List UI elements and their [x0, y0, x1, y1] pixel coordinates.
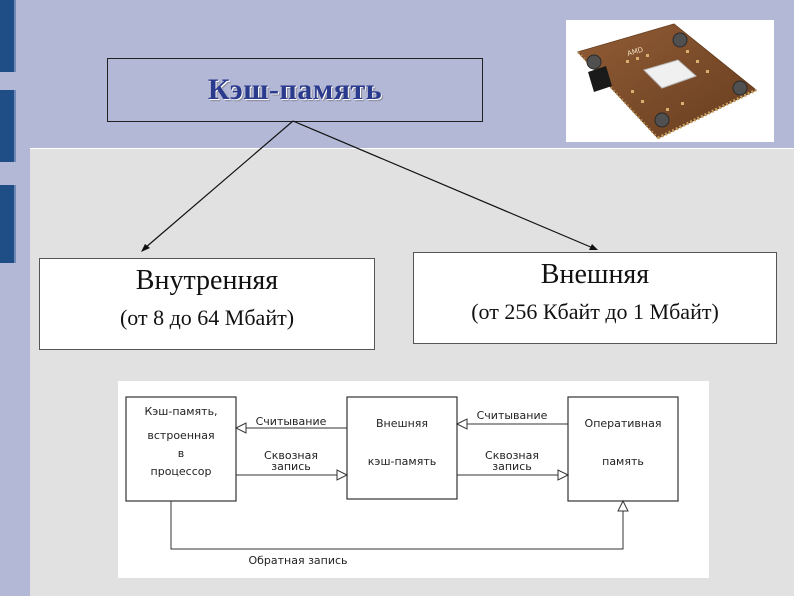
amd-processor-icon: AMD [577, 23, 757, 140]
slide-title: Кэш-память [207, 73, 383, 106]
read-label-2: Считывание [477, 409, 548, 422]
external-cache-name: Внешняя [540, 259, 650, 290]
external-cache-block [346, 396, 458, 500]
internal-cache-box: Внутренняя (от 8 до 64 Мбайт) [39, 258, 375, 350]
internal-block-line2: встроенная [147, 429, 214, 442]
cpu-image: AMD [566, 20, 774, 142]
write-through-label-2a: Сквозная [485, 449, 539, 462]
external-cache-box: Внешняя (от 256 Кбайт до 1 Мбайт) [413, 252, 777, 344]
internal-cache-range: (от 8 до 64 Мбайт) [119, 305, 295, 330]
internal-block-line1: Кэш-память, [144, 405, 217, 418]
write-through-label-1a: Сквозная [264, 449, 318, 462]
write-through-label-1b: запись [271, 460, 310, 473]
external-cache-range: (от 256 Кбайт до 1 Мбайт) [471, 299, 719, 324]
internal-block-line4: процессор [151, 465, 212, 478]
left-accent-bar [0, 0, 16, 72]
write-back-label: Обратная запись [248, 554, 347, 567]
external-block-line1: Внешняя [376, 417, 428, 430]
cache-scheme-diagram: Кэш-память, встроенная в процессор Внешн… [118, 381, 709, 578]
read-label-1: Считывание [256, 415, 327, 428]
ram-block-line2: память [602, 455, 644, 468]
write-through-label-2b: запись [492, 460, 531, 473]
left-accent-bar [0, 185, 16, 263]
external-block-line2: кэш-память [368, 455, 436, 468]
internal-cache-block [125, 396, 237, 502]
internal-block-line3: в [178, 447, 184, 460]
internal-cache-name: Внутренняя [135, 265, 279, 296]
left-accent-bar [0, 90, 16, 162]
ram-block [567, 396, 679, 502]
ram-block-line1: Оперативная [585, 417, 662, 430]
cache-scheme-svg: Кэш-память, встроенная в процессор Внешн… [125, 396, 679, 567]
